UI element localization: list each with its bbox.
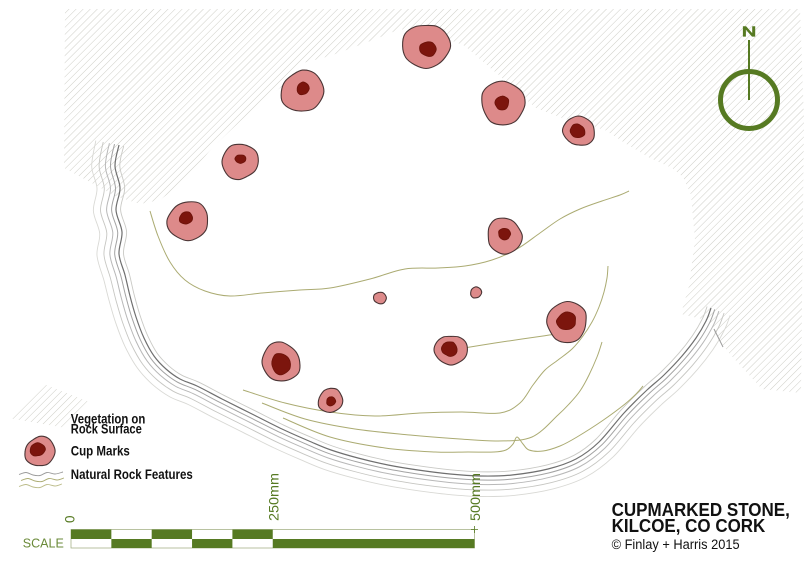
svg-text:Rock Surface: Rock Surface <box>71 422 142 437</box>
svg-text:© Finlay + Harris 2015: © Finlay + Harris 2015 <box>612 537 740 552</box>
svg-text:KILCOE, CO CORK: KILCOE, CO CORK <box>612 515 766 536</box>
svg-text:Natural Rock Features: Natural Rock Features <box>71 467 193 482</box>
svg-text:Vegetation on: Vegetation on <box>71 411 146 426</box>
svg-text:Cup Marks: Cup Marks <box>71 444 130 459</box>
svg-text:0: 0 <box>63 515 78 523</box>
svg-text:CUPMARKED STONE,: CUPMARKED STONE, <box>612 499 790 520</box>
svg-text:250mm: 250mm <box>267 473 282 521</box>
svg-text:SCALE: SCALE <box>23 536 64 551</box>
svg-text:500mm: 500mm <box>468 473 483 521</box>
